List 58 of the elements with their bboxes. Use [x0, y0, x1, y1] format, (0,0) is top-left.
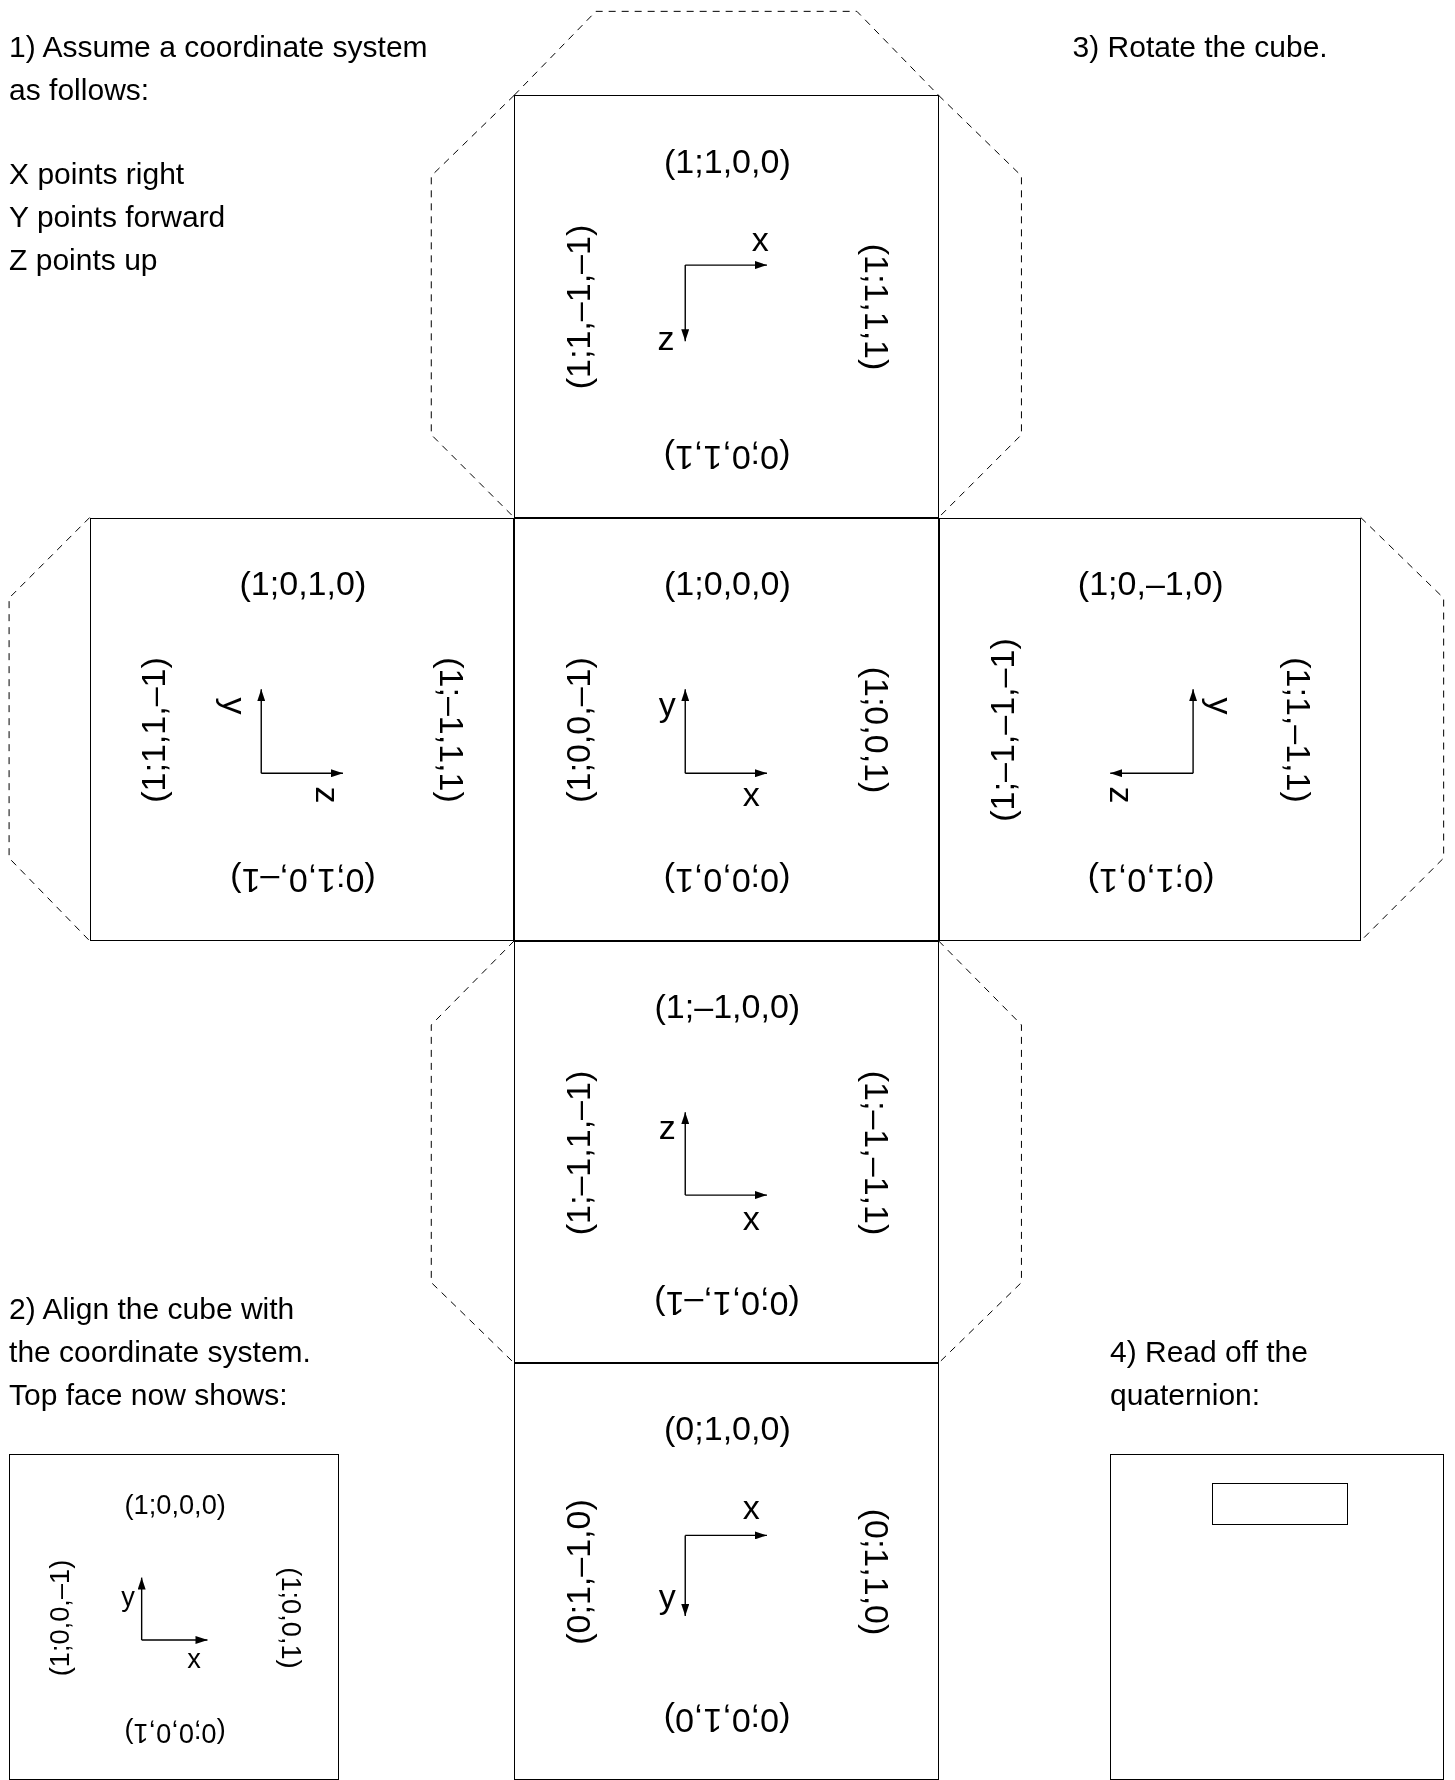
quaternion-label: (1;0,0,1)	[857, 666, 895, 794]
axis-label: x	[742, 1489, 760, 1527]
axis-label: y	[1201, 697, 1239, 715]
quaternion-label: (1;0,0,–1)	[560, 657, 598, 803]
axis-label: x	[742, 1200, 760, 1238]
cube-face	[938, 517, 1361, 941]
cube-face	[514, 517, 939, 941]
quaternion-label: (0;1,1,0)	[857, 1508, 895, 1636]
quaternion-label: (1;0,0,0)	[664, 565, 791, 603]
axis-label: x	[742, 776, 760, 815]
quaternion-label: (1;0,1,0)	[239, 565, 367, 603]
quaternion-label: (1;–1,–1,1)	[857, 1070, 895, 1236]
instruction-text: 1) Assume a coordinate system as follows:	[9, 28, 429, 109]
axis-label: y	[658, 685, 676, 724]
quaternion-label: (1;–1,–1,–1)	[984, 638, 1022, 822]
instruction-text: 3) Rotate the cube.	[1072, 28, 1329, 65]
quaternion-label: (0;1,–1,0)	[560, 1499, 598, 1646]
quaternion-label: (0;1,0,–1)	[230, 861, 376, 900]
axis-label: z	[308, 786, 346, 804]
quaternion-label: (1;0,–1,0)	[1077, 565, 1224, 603]
quaternion-label: (0;0,1,1)	[664, 438, 791, 476]
quaternion-label: (1;1,–1,–1)	[560, 225, 598, 390]
axis-label: x	[751, 221, 769, 260]
face-preview-card	[9, 1453, 340, 1780]
quaternion-label: (0;1,0,1)	[1087, 861, 1215, 900]
instruction-text: 4) Read off the quaternion:	[1109, 1334, 1309, 1414]
quaternion-label: (1;1,0,0)	[664, 143, 791, 181]
quaternion-label: (1;–1,1,–1)	[560, 1070, 598, 1236]
instruction-text: Z points up	[9, 242, 159, 279]
answer-box	[1211, 1483, 1349, 1526]
quaternion-label: (1;–1,1,1)	[432, 657, 471, 803]
cube-face	[514, 95, 939, 518]
cube-face	[514, 940, 939, 1364]
axis-label: x	[187, 1644, 201, 1675]
cube-face	[514, 1363, 939, 1780]
quaternion-label: (0;0,0,1)	[664, 861, 791, 900]
quaternion-label: (0;0,1,–1)	[654, 1284, 801, 1322]
quaternion-label: (0;0,1,0)	[664, 1701, 791, 1739]
axis-label: z	[658, 1109, 676, 1147]
quaternion-label: (1;1,–1,1)	[1279, 657, 1318, 803]
axis-label: y	[658, 1578, 676, 1616]
instruction-text: X points right	[9, 156, 186, 193]
quaternion-label: (1;0,0,–1)	[44, 1559, 75, 1676]
quaternion-label: (1;–1,0,0)	[654, 988, 801, 1026]
instruction-text: 2) Align the cube with the coordinate system. Top face now shows:	[9, 1291, 312, 1414]
quaternion-label: (0;1,0,0)	[664, 1409, 791, 1448]
quaternion-label: (0;0,0,1)	[124, 1718, 226, 1749]
axis-label: y	[214, 697, 253, 715]
axis-label: y	[121, 1581, 135, 1612]
quaternion-label: (1;0,0,0)	[124, 1490, 226, 1521]
axis-label: z	[657, 320, 675, 358]
answer-card	[1109, 1453, 1444, 1780]
quaternion-label: (1;1,1,–1)	[135, 657, 174, 803]
axis-label: z	[1102, 786, 1140, 804]
cube-face	[89, 517, 515, 941]
instruction-text: Y points forward	[9, 199, 227, 236]
quaternion-label: (1;0,0,1)	[275, 1567, 306, 1669]
quaternion-label: (1;1,1,1)	[857, 244, 895, 371]
